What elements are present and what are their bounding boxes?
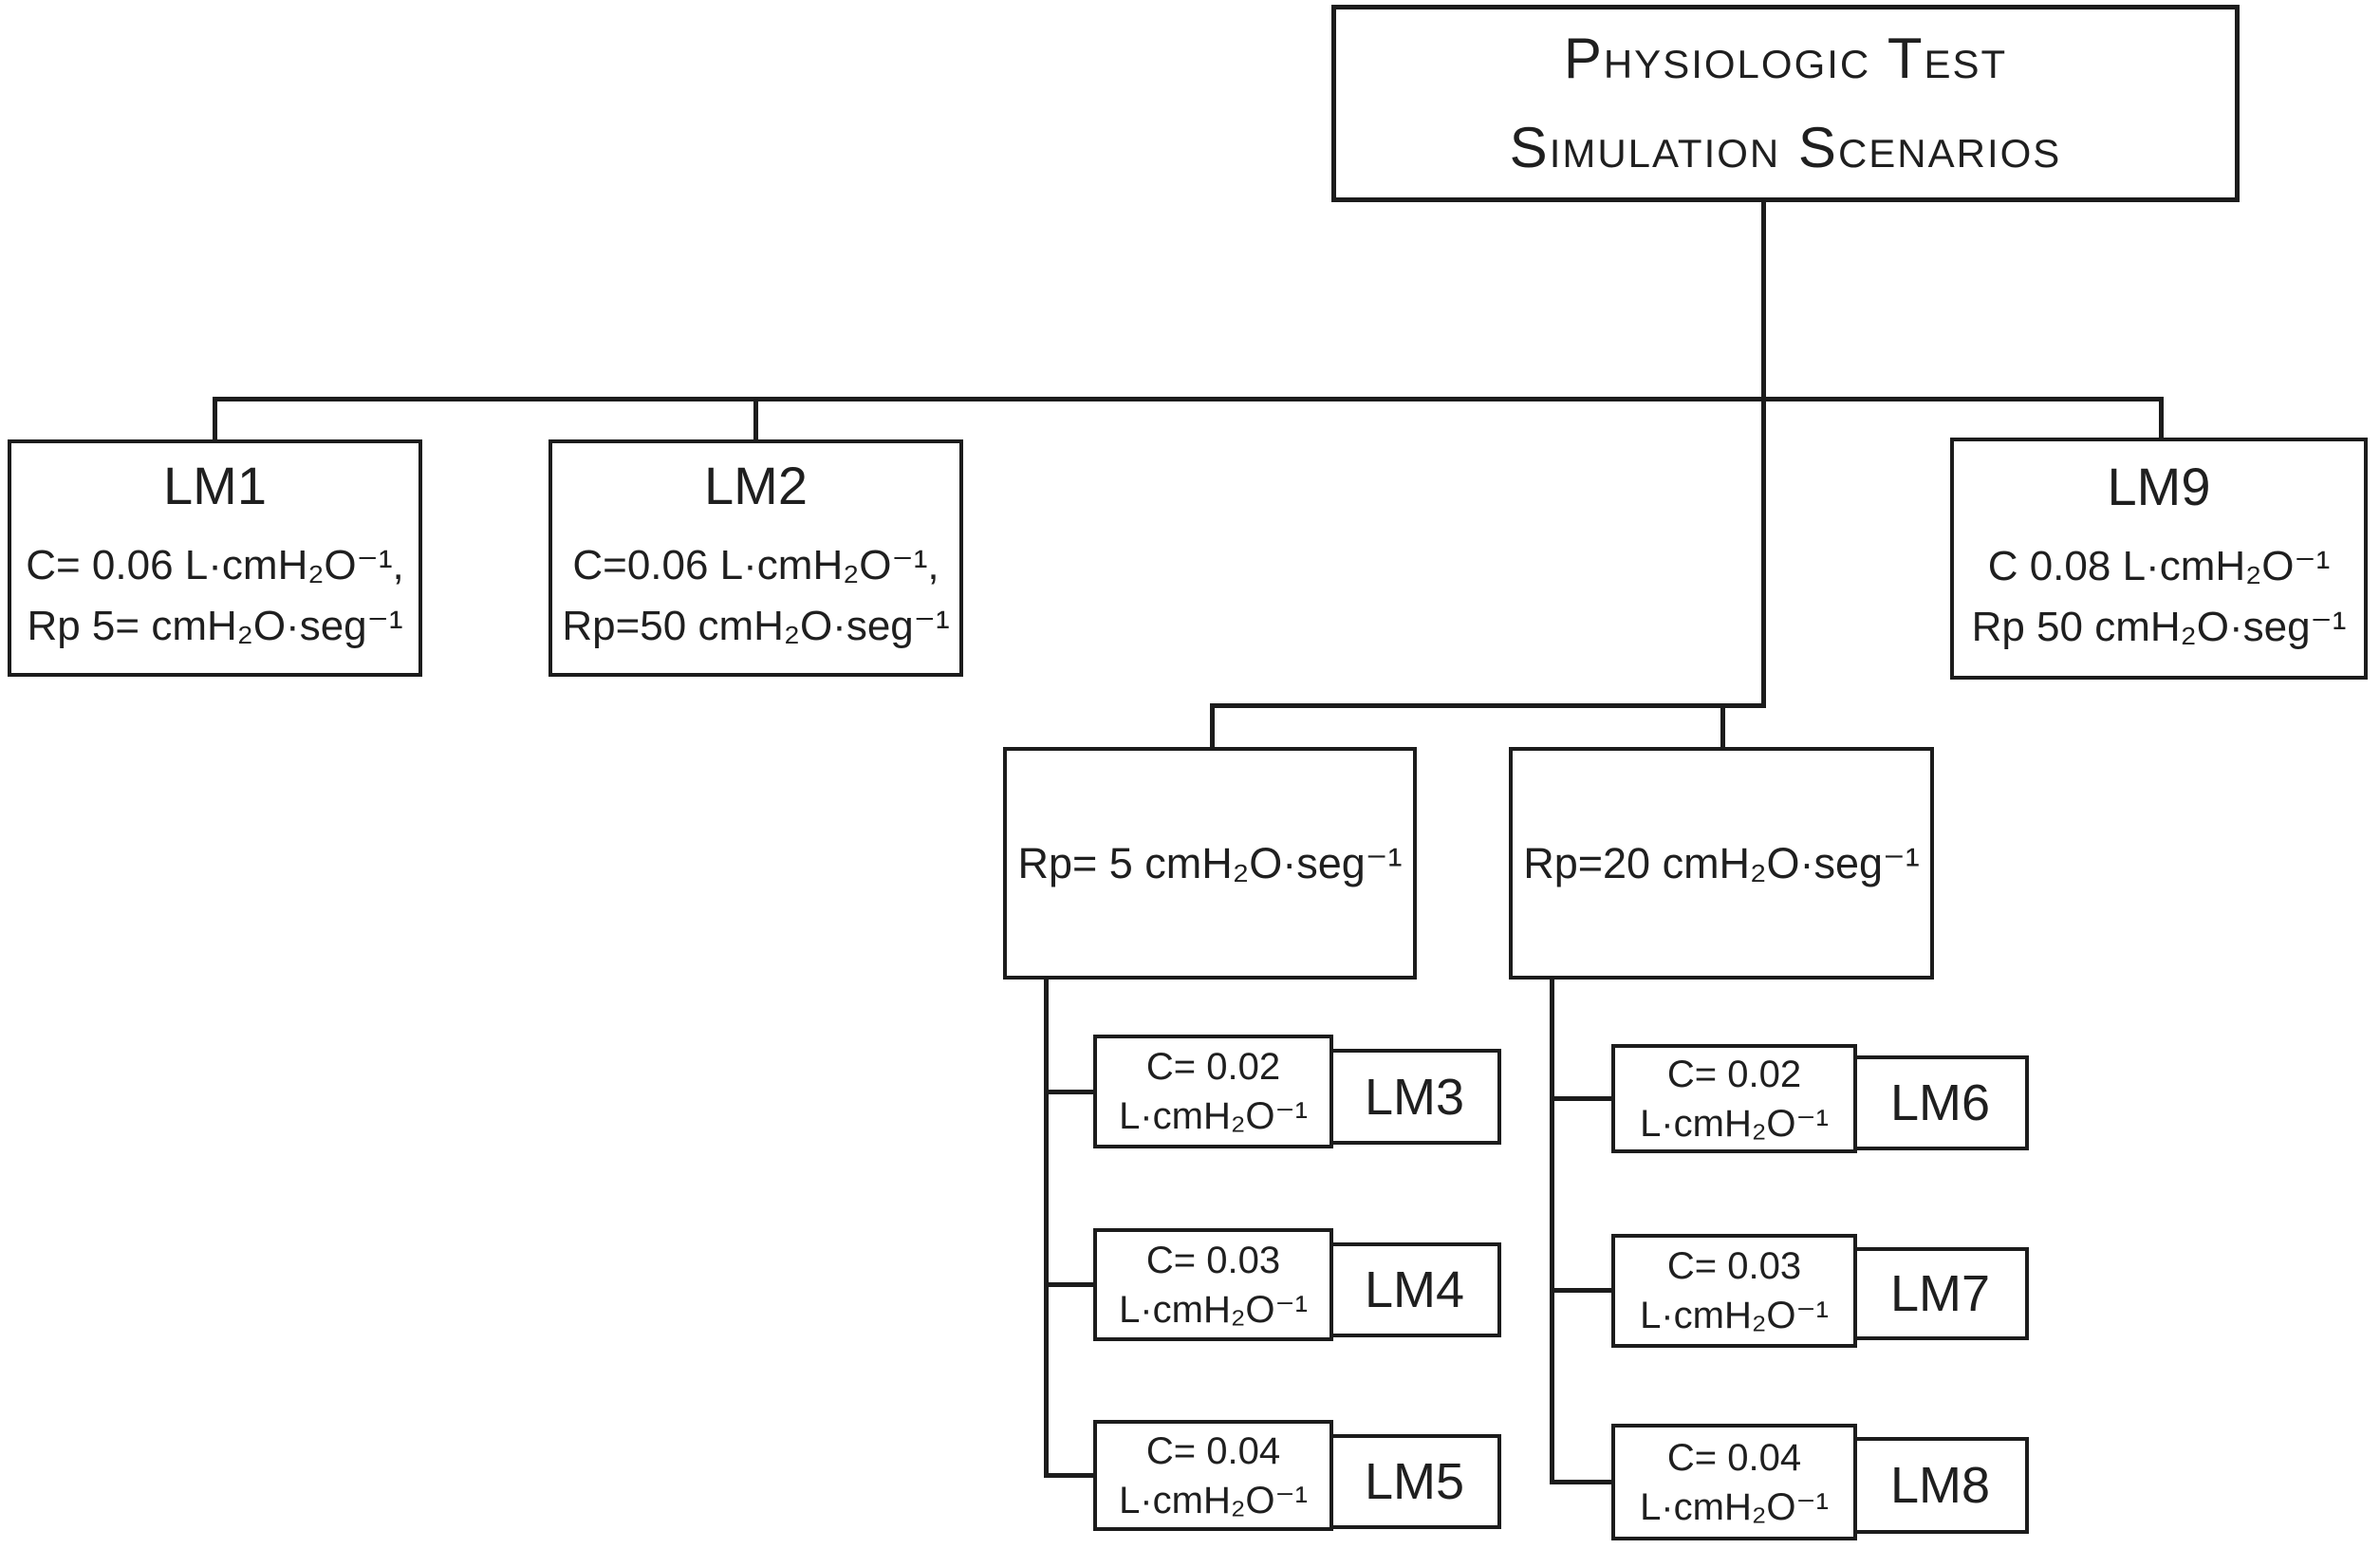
- lm5-compliance-box: C= 0.04 L·cmH₂O⁻¹: [1093, 1420, 1333, 1531]
- lm7-c-unit: L·cmH₂O⁻¹: [1640, 1295, 1829, 1336]
- lm5-label: LM5: [1364, 1453, 1465, 1510]
- lm3-c-unit: L·cmH₂O⁻¹: [1119, 1095, 1308, 1137]
- lm3-c-value: C= 0.02: [1145, 1046, 1281, 1088]
- connector-drop-rp20: [1720, 703, 1725, 751]
- lm3-tag-box: LM3: [1328, 1049, 1501, 1145]
- connector-drop-lm9: [2159, 397, 2164, 443]
- lm1-resistance: Rp 5= cmH₂O·seg⁻¹: [27, 603, 403, 649]
- lm9-box: LM9 C 0.08 L·cmH₂O⁻¹ Rp 50 cmH₂O·seg⁻¹: [1950, 438, 2368, 680]
- lm2-box: LM2 C=0.06 L·cmH₂O⁻¹, Rp=50 cmH₂O·seg⁻¹: [549, 439, 963, 677]
- connector-stub-lm3: [1044, 1090, 1097, 1094]
- lm8-tag-box: LM8: [1851, 1437, 2029, 1534]
- title-line-2: Simulation Scenarios: [1509, 116, 2062, 179]
- lm1-box: LM1 C= 0.06 L·cmH₂O⁻¹, Rp 5= cmH₂O·seg⁻¹: [8, 439, 422, 677]
- lm6-tag-box: LM6: [1851, 1055, 2029, 1150]
- lm5-c-unit: L·cmH₂O⁻¹: [1119, 1479, 1308, 1521]
- connector-stub-lm5: [1044, 1473, 1097, 1478]
- lm4-c-unit: L·cmH₂O⁻¹: [1119, 1288, 1308, 1331]
- title-line-1: Physiologic Test: [1563, 27, 2008, 90]
- connector-stem-rp20: [1550, 978, 1554, 1484]
- lm1-title: LM1: [163, 456, 267, 516]
- connector-stub-lm4: [1044, 1282, 1097, 1287]
- lm8-label: LM8: [1889, 1457, 1991, 1514]
- lm4-tag-box: LM4: [1328, 1242, 1501, 1337]
- connector-drop-lm2: [753, 397, 758, 443]
- lm7-compliance-box: C= 0.03 L·cmH₂O⁻¹: [1611, 1234, 1857, 1348]
- lm7-label: LM7: [1889, 1265, 1991, 1322]
- lm7-tag-box: LM7: [1851, 1247, 2029, 1340]
- lm2-compliance: C=0.06 L·cmH₂O⁻¹,: [572, 542, 939, 589]
- lm8-compliance-box: C= 0.04 L·cmH₂O⁻¹: [1611, 1424, 1857, 1540]
- lm8-c-unit: L·cmH₂O⁻¹: [1640, 1485, 1829, 1528]
- lm2-title: LM2: [704, 456, 808, 516]
- lm6-c-unit: L·cmH₂O⁻¹: [1640, 1102, 1829, 1145]
- lm7-c-value: C= 0.03: [1666, 1245, 1802, 1287]
- lm5-c-value: C= 0.04: [1145, 1429, 1281, 1472]
- branch-rp20-label: Rp=20 cmH₂O·seg⁻¹: [1523, 839, 1920, 887]
- lm9-compliance: C 0.08 L·cmH₂O⁻¹: [1987, 542, 2331, 589]
- branch-rp20-box: Rp=20 cmH₂O·seg⁻¹: [1509, 747, 1934, 980]
- title-box: Physiologic Test Simulation Scenarios: [1331, 5, 2240, 202]
- lm4-label: LM4: [1364, 1261, 1465, 1318]
- lm1-compliance: C= 0.06 L·cmH₂O⁻¹,: [26, 542, 404, 589]
- lm9-resistance: Rp 50 cmH₂O·seg⁻¹: [1971, 603, 2347, 650]
- lm9-title: LM9: [2107, 456, 2211, 516]
- connector-stub-lm7: [1550, 1288, 1615, 1293]
- connector-stem-rp5: [1044, 978, 1049, 1478]
- connector-stub-lm6: [1550, 1096, 1615, 1101]
- connector-title-drop: [1761, 197, 1766, 708]
- lm4-compliance-box: C= 0.03 L·cmH₂O⁻¹: [1093, 1228, 1333, 1341]
- lm4-c-value: C= 0.03: [1145, 1239, 1281, 1281]
- lm5-tag-box: LM5: [1328, 1434, 1501, 1529]
- branch-rp5-box: Rp= 5 cmH₂O·seg⁻¹: [1003, 747, 1417, 980]
- lm3-compliance-box: C= 0.02 L·cmH₂O⁻¹: [1093, 1035, 1333, 1148]
- branch-rp5-label: Rp= 5 cmH₂O·seg⁻¹: [1017, 839, 1403, 887]
- lm2-resistance: Rp=50 cmH₂O·seg⁻¹: [562, 603, 950, 649]
- lm6-label: LM6: [1889, 1074, 1991, 1131]
- connector-level1-bar: [213, 397, 2164, 401]
- lm6-compliance-box: C= 0.02 L·cmH₂O⁻¹: [1611, 1044, 1857, 1153]
- connector-drop-rp5: [1210, 703, 1215, 751]
- lm6-c-value: C= 0.02: [1666, 1053, 1802, 1095]
- lm3-label: LM3: [1364, 1068, 1465, 1126]
- connector-drop-lm1: [213, 397, 217, 443]
- connector-stub-lm8: [1550, 1480, 1615, 1484]
- connector-level2-bar: [1210, 703, 1766, 708]
- lm8-c-value: C= 0.04: [1666, 1436, 1802, 1479]
